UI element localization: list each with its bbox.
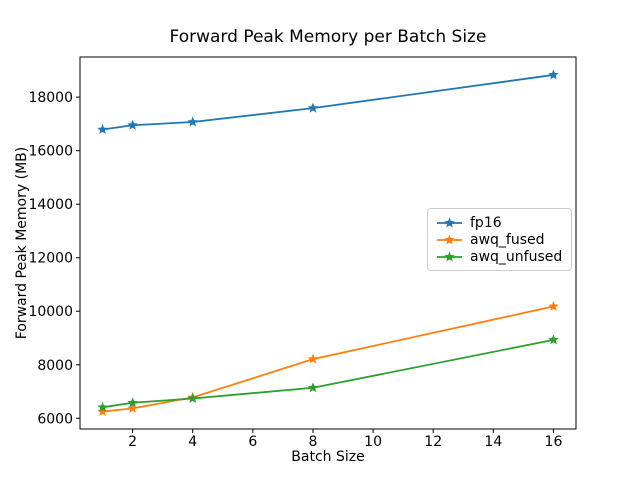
x-axis-label: Batch Size [291,449,365,465]
data-point-marker-fp16 [307,102,319,113]
data-point-marker-awq_fused [127,402,138,413]
legend-item-awq_unfused: awq_unfused [436,248,563,265]
x-tick-label: 6 [248,434,257,450]
y-tick-label: 10000 [28,304,73,320]
y-tick-label: 8000 [37,358,73,374]
data-point-marker-fp16 [127,119,138,130]
y-tick-label: 16000 [28,144,73,160]
data-point-marker-awq_fused [97,406,108,417]
data-point-marker-fp16 [187,116,198,127]
data-point-marker-awq_unfused [307,382,319,393]
series-line-awq_fused [102,305,554,413]
legend-item-label: awq_unfused [470,248,563,265]
x-tick-label: 2 [128,434,137,450]
data-point-marker-awq_unfused [548,334,559,345]
data-point-marker-awq_unfused [97,401,108,412]
legend-item-label: fp16 [470,214,502,231]
chart-title: Forward Peak Memory per Batch Size [169,27,487,47]
y-tick-label: 6000 [37,411,73,427]
series-line-awq_unfused [102,338,554,409]
data-point-marker-awq_fused [307,353,319,364]
legend-line-marker-icon [437,217,462,227]
x-tick-label: 14 [484,434,502,450]
data-point-marker-awq_fused [548,300,559,311]
legend-item-label: awq_fused [470,231,545,248]
data-point-marker-awq_unfused [187,392,198,403]
legend-line-marker-icon [437,234,462,244]
x-tick-label: 12 [424,434,442,450]
x-tick-label: 8 [309,434,318,450]
data-point-marker-fp16 [548,69,559,80]
data-point-marker-awq_unfused [127,397,138,408]
x-tick-label: 4 [188,434,197,450]
legend-line-marker-icon [437,251,462,261]
y-tick-label: 14000 [28,197,73,213]
x-tick-label: 16 [545,434,563,450]
y-tick-label: 18000 [28,90,73,106]
y-tick-label: 12000 [28,251,73,267]
data-point-marker-fp16 [97,124,108,134]
legend-item-fp16: fp16 [436,214,563,231]
plot-frame [79,56,577,430]
legend-item-awq_fused: awq_fused [436,231,563,248]
x-tick-label: 10 [364,434,382,450]
series-line-fp16 [102,74,554,131]
